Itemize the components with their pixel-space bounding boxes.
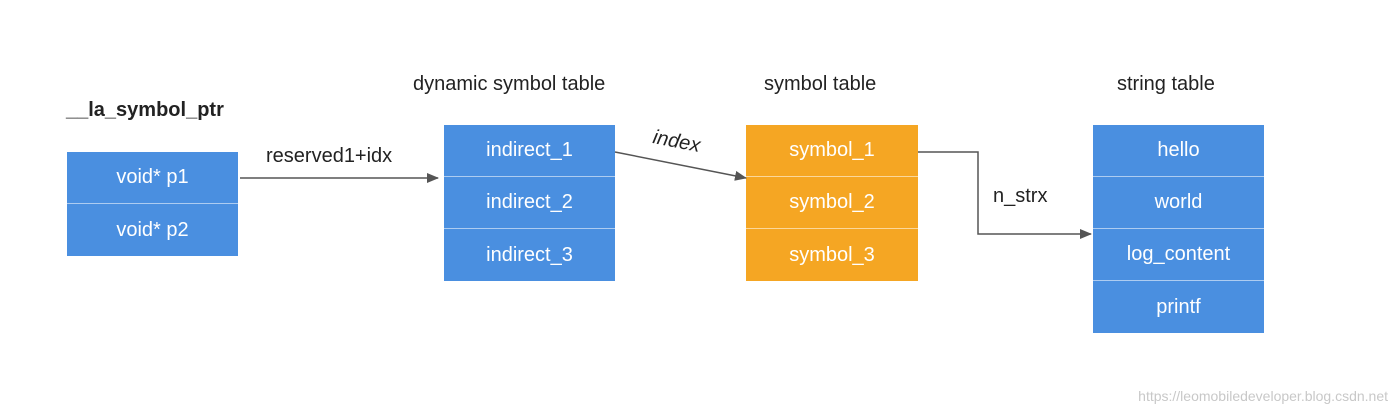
string-row-2: world	[1093, 177, 1264, 229]
dynamic-symbol-table-title: dynamic symbol table	[413, 73, 606, 95]
arrow-n-strx	[918, 151, 1092, 239]
reserved-label: reserved1+idx	[266, 145, 393, 167]
symbol-table-title: symbol table	[764, 73, 877, 95]
symbol-row-3: symbol_3	[746, 229, 918, 281]
symbol-row-1: symbol_1	[746, 125, 918, 177]
dynamic-symbol-row-2: indirect_2	[444, 177, 615, 229]
la-symbol-ptr-row-2: void* p2	[67, 204, 238, 256]
symbol-row-2: symbol_2	[746, 177, 918, 229]
string-row-1: hello	[1093, 125, 1264, 177]
watermark: https://leomobiledeveloper.blog.csdn.net	[1138, 388, 1388, 404]
dynamic-symbol-table: indirect_1 indirect_2 indirect_3	[444, 125, 615, 281]
string-row-3: log_content	[1093, 229, 1264, 281]
dynamic-symbol-row-3: indirect_3	[444, 229, 615, 281]
string-row-4: printf	[1093, 281, 1264, 333]
arrow-index	[614, 151, 747, 181]
n-strx-label: n_strx	[993, 185, 1048, 207]
string-table: hello world log_content printf	[1093, 125, 1264, 333]
dynamic-symbol-row-1: indirect_1	[444, 125, 615, 177]
symbol-table: symbol_1 symbol_2 symbol_3	[746, 125, 918, 281]
la-symbol-ptr-table: void* p1 void* p2	[67, 152, 238, 256]
la-symbol-ptr-title: __la_symbol_ptr	[66, 99, 224, 121]
string-table-title: string table	[1117, 73, 1215, 95]
la-symbol-ptr-row-1: void* p1	[67, 152, 238, 204]
